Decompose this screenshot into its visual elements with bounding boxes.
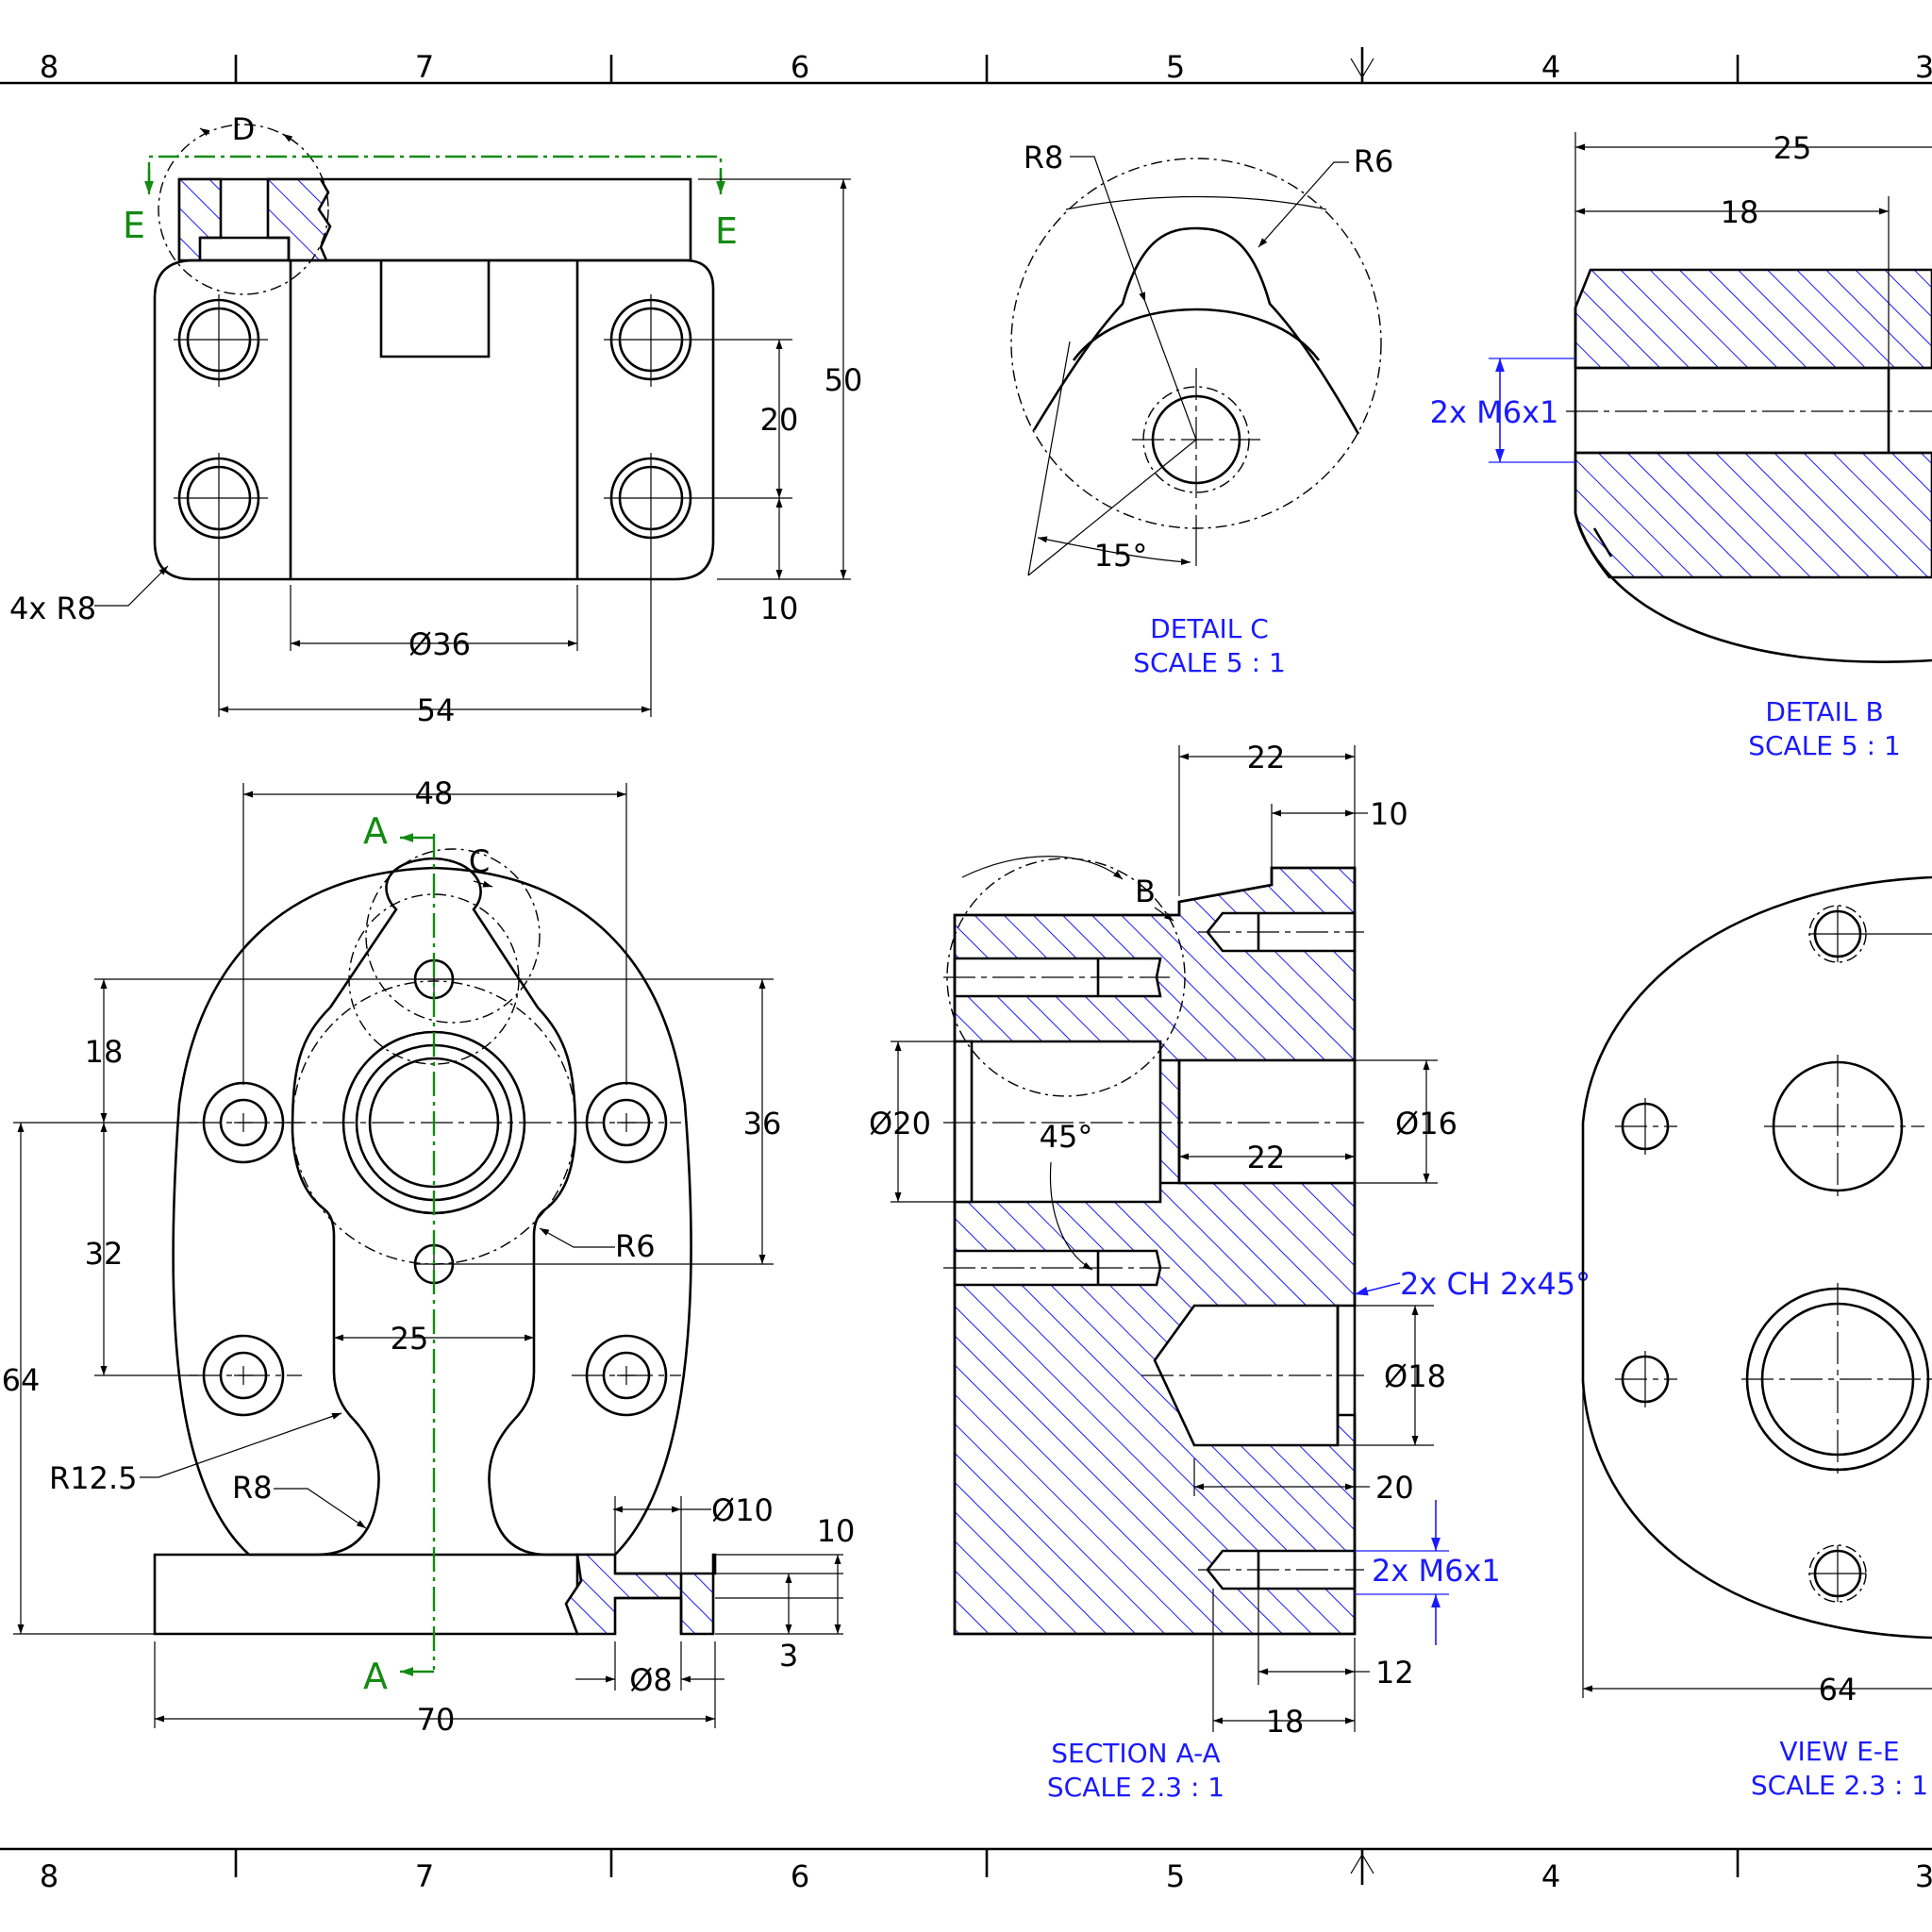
- dimension-label: 15°: [1094, 538, 1148, 574]
- dimension-label: 22: [1247, 1140, 1286, 1175]
- detail-title: DETAIL B: [1765, 696, 1883, 727]
- top-view: D E E 50 20 10 Ø36 54 4x R8: [9, 111, 862, 728]
- dimension-label: 20: [1375, 1470, 1414, 1506]
- hole: [1621, 905, 1867, 1603]
- dimension-label: R8: [232, 1470, 273, 1506]
- dimension-label: 22: [1247, 740, 1286, 775]
- section-a-a: B 2: [869, 740, 1591, 1803]
- section-a-label: A: [363, 810, 388, 852]
- dimension-label: R8: [1024, 140, 1064, 175]
- dimension-label: R6: [615, 1228, 656, 1264]
- zone-label: 3: [1915, 49, 1932, 85]
- dimension-label: 48: [415, 775, 454, 811]
- section-e-label: E: [123, 205, 145, 246]
- section-title: SECTION A-A: [1051, 1738, 1220, 1769]
- dimension-label: 10: [760, 591, 799, 626]
- zone-label: 5: [1166, 49, 1185, 85]
- dimension-label: 36: [743, 1106, 782, 1141]
- detail-c-label: C: [469, 843, 490, 879]
- front-view: A A C: [2, 775, 856, 1738]
- zone-label: 5: [1166, 1858, 1185, 1894]
- detail-title: DETAIL C: [1150, 613, 1269, 644]
- dimension-label: 4x R8: [9, 591, 96, 626]
- dimension-label: 54: [417, 692, 456, 728]
- dimension-label: 45°: [1040, 1119, 1093, 1155]
- dimension-label: 50: [824, 362, 863, 398]
- dimension-label: 3: [779, 1638, 798, 1674]
- dimension-label: 20: [760, 402, 799, 438]
- thread-callout: 2x M6x1: [1372, 1553, 1501, 1589]
- zone-label: 8: [40, 49, 58, 85]
- dimension-label: Ø36: [408, 626, 471, 662]
- dimension-label: R6: [1354, 143, 1394, 179]
- detail-b-label: B: [1135, 874, 1156, 909]
- dimension-label: 64: [1819, 1672, 1857, 1707]
- dimension-label: 10: [1370, 796, 1408, 832]
- detail-d-label: D: [232, 111, 256, 147]
- hole: [177, 298, 692, 540]
- detail-scale: SCALE 5 : 1: [1748, 730, 1901, 761]
- dimension-label: R12.5: [49, 1460, 137, 1496]
- detail-c: R8 R6 15° DETAIL C SCALE 5 : 1: [1010, 140, 1394, 678]
- zone-label: 3: [1915, 1858, 1932, 1894]
- view-scale: SCALE 2.3 : 1: [1751, 1770, 1928, 1801]
- section-a-label: A: [363, 1656, 388, 1697]
- dimension-label: 70: [417, 1702, 456, 1738]
- section-e-label: E: [715, 210, 738, 252]
- dimension-label: Ø10: [711, 1492, 774, 1528]
- dimension-label: 18: [85, 1034, 124, 1070]
- dimension-label: 32: [85, 1236, 124, 1272]
- zone-label: 7: [415, 1858, 434, 1894]
- drawing-frame: 8 7 6 5 4 3 8 7 6 5 4 3: [0, 47, 1932, 1894]
- zone-label: 4: [1541, 1858, 1560, 1894]
- dimension-label: 18: [1721, 194, 1759, 230]
- detail-scale: SCALE 5 : 1: [1133, 647, 1286, 678]
- dimension-label: Ø16: [1395, 1106, 1457, 1141]
- dimension-label: Ø20: [869, 1106, 931, 1141]
- dimension-label: 10: [817, 1513, 856, 1549]
- view-e-e: 64 VIEW E-E SCALE 2.3 : 1: [1581, 875, 1932, 1801]
- dimension-label: Ø18: [1384, 1358, 1446, 1394]
- thread-callout: 2x M6x1: [1430, 394, 1559, 430]
- chamfer-callout: 2x CH 2x45°: [1400, 1266, 1591, 1302]
- zone-label: 6: [791, 49, 809, 85]
- dimension-label: 25: [1774, 130, 1812, 166]
- dimension-label: 64: [2, 1362, 41, 1398]
- dimension-label: 12: [1375, 1655, 1414, 1690]
- dimension-label: Ø8: [629, 1662, 673, 1698]
- zone-label: 6: [791, 1858, 809, 1894]
- section-scale: SCALE 2.3 : 1: [1047, 1772, 1224, 1803]
- dimension-label: 18: [1266, 1704, 1305, 1740]
- zone-label: 7: [415, 49, 434, 85]
- zone-label: 8: [40, 1858, 58, 1894]
- zone-label: 4: [1541, 49, 1560, 85]
- view-title: VIEW E-E: [1779, 1736, 1899, 1767]
- detail-b: 25 18 2x M6x1 DETAIL B SCALE 5 : 1: [1430, 130, 1932, 761]
- dimension-label: 25: [391, 1321, 429, 1357]
